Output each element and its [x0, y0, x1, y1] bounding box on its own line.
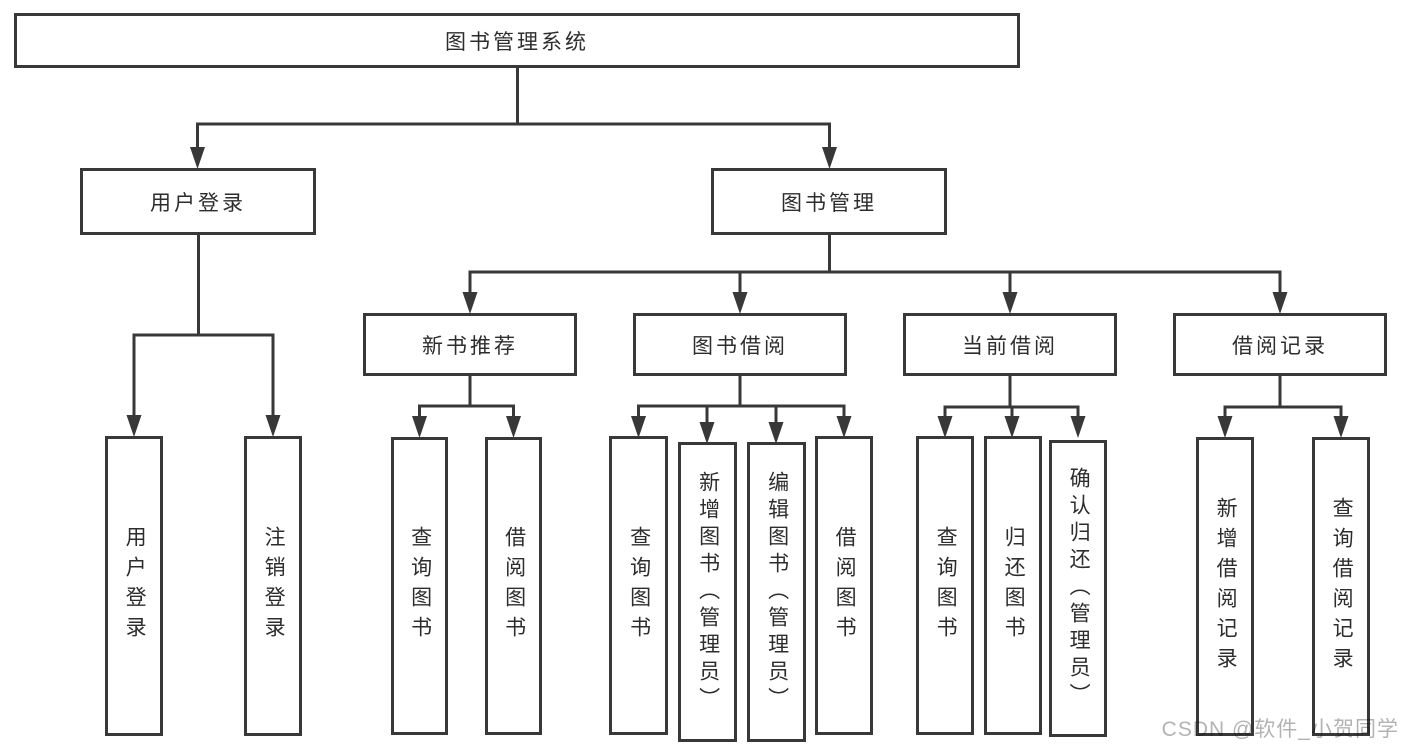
leaf-br-add-record: 新增借阅记录 [1196, 437, 1254, 736]
leaf-cb-return-books-label: 归还图书 [1002, 525, 1026, 646]
leaf-bb-query-books: 查询图书 [609, 436, 668, 735]
node-borrow-records-label: 借阅记录 [1232, 334, 1328, 358]
leaf-logout: 注销登录 [244, 436, 302, 736]
leaf-bb-borrow-books-label: 借阅图书 [833, 525, 857, 646]
leaf-br-query-record: 查询借阅记录 [1312, 437, 1370, 736]
leaf-bb-query-books-label: 查询图书 [627, 525, 651, 646]
node-book-borrow-label: 图书借阅 [692, 334, 788, 358]
node-book-borrow: 图书借阅 [633, 313, 847, 376]
node-user-login-label: 用户登录 [150, 191, 246, 215]
node-current-borrow-label: 当前借阅 [962, 334, 1058, 358]
watermark: CSDN @软件_小贺同学 [1161, 718, 1399, 741]
node-user-login: 用户登录 [80, 168, 316, 235]
leaf-nb-borrow-books-label: 借阅图书 [502, 526, 526, 646]
leaf-bb-borrow-books: 借阅图书 [815, 436, 873, 735]
leaf-br-add-record-label: 新增借阅记录 [1214, 496, 1238, 677]
leaf-user-login: 用户登录 [105, 436, 163, 736]
node-root-label: 图书管理系统 [445, 30, 589, 54]
leaf-bb-edit-books-admin: 编辑图书（管理员） [747, 442, 806, 742]
leaf-bb-edit-books-admin-label: 编辑图书（管理员） [765, 470, 789, 714]
leaf-nb-borrow-books: 借阅图书 [485, 437, 542, 735]
node-book-management: 图书管理 [711, 168, 947, 235]
leaf-nb-query-books: 查询图书 [391, 437, 448, 735]
node-borrow-records: 借阅记录 [1173, 313, 1387, 376]
leaf-logout-label: 注销登录 [262, 526, 286, 646]
leaf-cb-confirm-return-admin: 确认归还（管理员） [1049, 440, 1107, 737]
node-book-management-label: 图书管理 [781, 191, 877, 215]
node-new-book-recommend: 新书推荐 [363, 313, 577, 376]
node-new-book-recommend-label: 新书推荐 [422, 334, 518, 358]
leaf-bb-add-books-admin-label: 新增图书（管理员） [696, 470, 720, 714]
leaf-cb-return-books: 归还图书 [984, 436, 1042, 735]
leaf-cb-query-books-label: 查询图书 [934, 525, 958, 646]
leaf-nb-query-books-label: 查询图书 [408, 526, 432, 646]
leaf-user-login-label: 用户登录 [123, 526, 147, 646]
leaf-cb-confirm-return-admin-label: 确认归还（管理员） [1067, 467, 1091, 710]
node-current-borrow: 当前借阅 [903, 313, 1117, 376]
leaf-bb-add-books-admin: 新增图书（管理员） [678, 442, 737, 742]
leaf-br-query-record-label: 查询借阅记录 [1330, 496, 1354, 677]
node-root: 图书管理系统 [14, 13, 1020, 68]
leaf-cb-query-books: 查询图书 [916, 436, 974, 735]
